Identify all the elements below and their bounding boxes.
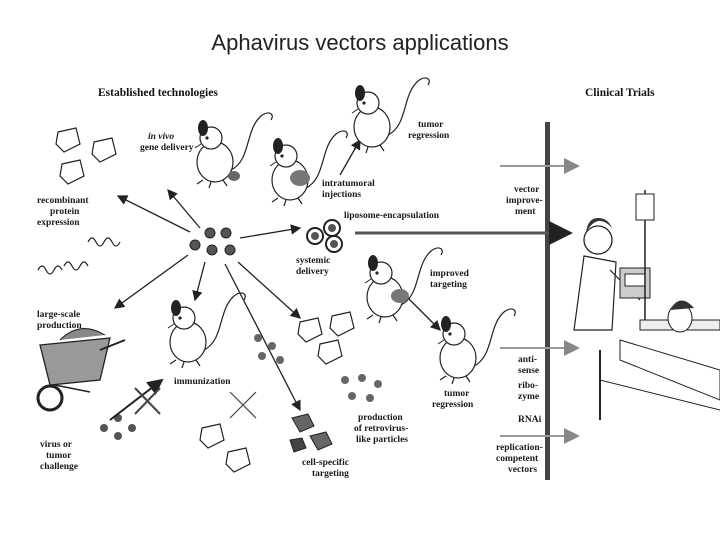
label-injections: injections [322, 190, 361, 200]
label-systemic: systemic [296, 256, 330, 266]
diagram-labels: in vivo gene delivery recombinant protei… [37, 120, 543, 479]
immunization-particles [254, 334, 284, 364]
liposome-particles [306, 219, 343, 253]
clinical-scene-illustration [573, 190, 720, 490]
label-tumor: tumor [418, 120, 444, 130]
label-vector: vector [514, 185, 540, 195]
rna-squiggle [87, 237, 121, 247]
established-technologies-header: Established technologies [98, 87, 218, 99]
cell-fragment [199, 423, 225, 449]
challenge-arrow [109, 378, 164, 421]
label-tumor-challenge: tumor [46, 451, 72, 461]
clinical-trials-header: Clinical Trials [585, 87, 655, 99]
label-production-of: production [358, 413, 403, 423]
label-cell-targeting: targeting [312, 469, 349, 479]
label-virus-or: virus or [40, 440, 73, 450]
label-regression: regression [408, 131, 450, 141]
cell-fragment [297, 317, 323, 343]
label-tumor-2: tumor [444, 389, 470, 399]
label-delivery: delivery [296, 267, 329, 277]
label-sense: sense [518, 366, 539, 376]
tumor-mark [290, 170, 310, 186]
label-improvement: improve- [506, 196, 543, 206]
label-in-vivo: in vivo [148, 132, 174, 142]
slide-title: Aphavirus vectors applications [211, 30, 509, 55]
block-cross [229, 391, 257, 419]
targeted-cells [289, 413, 333, 453]
divider-bar [545, 122, 550, 480]
cell-fragment [329, 311, 355, 337]
label-protein: protein [50, 207, 80, 217]
tumor-mark [228, 171, 240, 181]
cell-fragment [55, 127, 81, 153]
label-large-scale: large-scale [37, 310, 80, 320]
label-production: production [37, 321, 82, 331]
label-recombinant: recombinant [37, 196, 89, 206]
wheelbarrow-icon [36, 328, 126, 412]
mouse-icon [351, 77, 430, 154]
label-rnai: RNAi [518, 415, 542, 425]
tumor-mark [391, 289, 409, 303]
label-targeting: targeting [430, 280, 467, 290]
mouse-icon [437, 308, 516, 385]
rna-squiggle [37, 261, 89, 275]
retrovirus-particles [341, 374, 382, 402]
label-cell-specific: cell-specific [302, 458, 349, 468]
label-improved: improved [430, 269, 470, 279]
label-immunization: immunization [174, 377, 231, 387]
label-ment: ment [515, 207, 536, 217]
label-ribo: ribo- [518, 381, 538, 391]
label-like-particles: like particles [356, 435, 408, 445]
label-gene-delivery: gene delivery [140, 143, 194, 153]
mouse-icon [167, 292, 246, 369]
cell-fragment [91, 137, 117, 163]
cell-fragment [59, 159, 85, 185]
label-liposome-encapsulation: liposome-encapsulation [344, 211, 440, 221]
cell-fragment [225, 447, 251, 473]
label-competent: competent [496, 454, 539, 464]
cell-fragment [317, 339, 343, 365]
label-of-retrovirus: of retrovirus- [354, 424, 408, 434]
radiating-arrows [113, 138, 441, 412]
label-vectors: vectors [508, 465, 537, 475]
label-replication: replication- [496, 443, 543, 453]
label-zyme: zyme [518, 392, 539, 402]
challenge-particles [100, 414, 136, 440]
block-cross [134, 387, 161, 415]
label-intratumoral: intratumoral [322, 179, 375, 189]
label-expression: expression [37, 218, 80, 228]
label-regression-2: regression [432, 400, 474, 410]
central-particles [189, 227, 236, 256]
label-anti: anti- [518, 355, 537, 365]
label-challenge: challenge [40, 462, 78, 472]
